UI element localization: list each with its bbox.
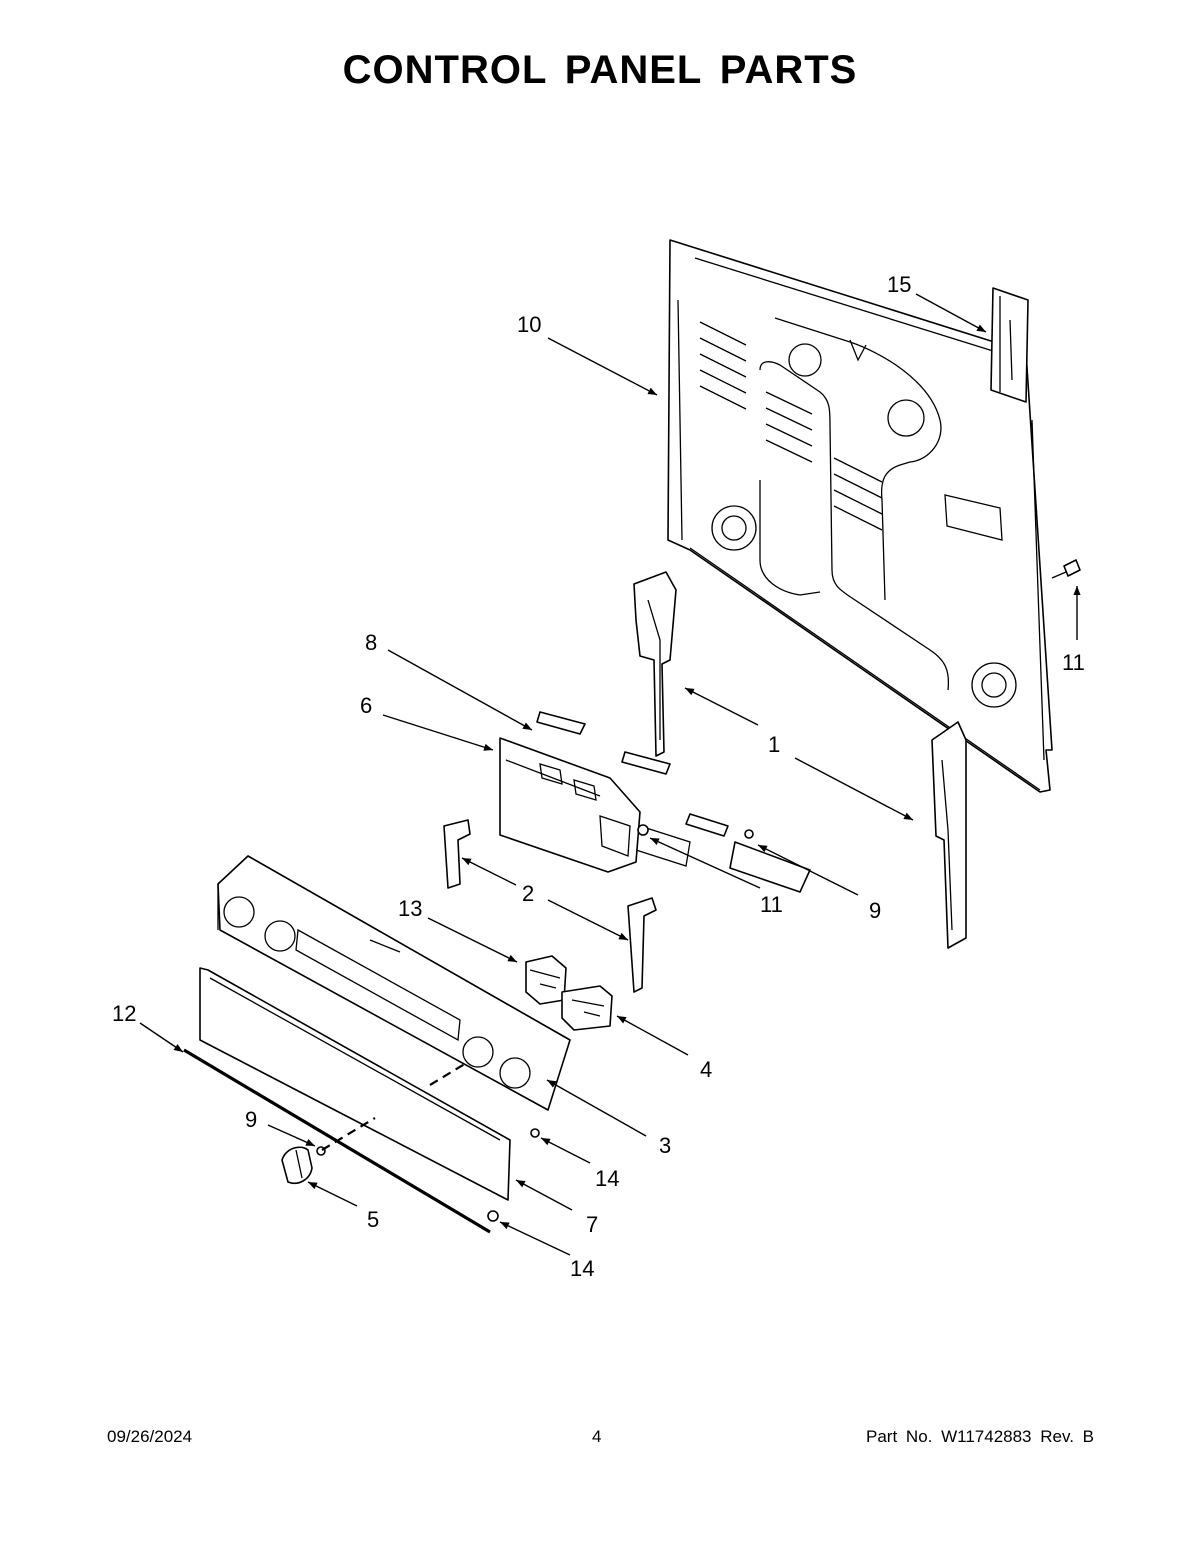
- side-bracket-part-1-right: [931, 721, 967, 949]
- callout-11-mid: 11: [760, 892, 783, 917]
- bracket-part-2-right: [627, 897, 657, 993]
- callout-14-lower: 14: [570, 1256, 594, 1281]
- leader-lines: [139, 293, 1081, 1256]
- callout-12: 12: [112, 1001, 136, 1026]
- callout-7: 7: [586, 1212, 598, 1237]
- screw-part-11-top: [1051, 559, 1081, 579]
- callout-14-upper: 14: [595, 1166, 619, 1191]
- bracket-part-2-left: [443, 819, 471, 889]
- control-console-part-3: [217, 855, 571, 1111]
- knob-part-5: [281, 1146, 313, 1184]
- part-15-bracket: [990, 287, 1029, 403]
- callout-labels: 15 10 11 8 6 1 2 11 9 13 12 4 9 3 14 5 7…: [112, 272, 1085, 1281]
- callout-5: 5: [367, 1207, 379, 1232]
- callout-13: 13: [398, 896, 422, 921]
- switch-part-4: [561, 985, 613, 1031]
- callout-9-right: 9: [869, 898, 881, 923]
- callout-8: 8: [365, 630, 377, 655]
- control-strips-part-8: [536, 711, 811, 893]
- callout-4: 4: [700, 1057, 712, 1082]
- control-board-part-6: [499, 737, 691, 873]
- callout-11-top: 11: [1062, 650, 1085, 675]
- callout-2: 2: [522, 881, 534, 906]
- assembly-line-knob: [321, 1117, 376, 1151]
- assembly-line-console: [429, 1061, 469, 1086]
- callout-1: 1: [768, 732, 780, 757]
- callout-15: 15: [887, 272, 911, 297]
- footer-date: 09/26/2024: [107, 1427, 193, 1446]
- rear-control-panel-part-10: [667, 239, 1053, 793]
- trim-part-7: [199, 967, 511, 1201]
- callout-3: 3: [659, 1133, 671, 1158]
- page-title: CONTROL PANEL PARTS: [342, 48, 858, 92]
- footer-part-number: Part No. W11742883 Rev. B: [866, 1427, 1094, 1446]
- callout-10: 10: [517, 312, 541, 337]
- callout-6: 6: [360, 693, 372, 718]
- footer-page-number: 4: [592, 1427, 602, 1446]
- switch-part-13: [525, 955, 567, 1005]
- callout-9-left: 9: [245, 1107, 257, 1132]
- side-bracket-part-1-left: [633, 571, 677, 757]
